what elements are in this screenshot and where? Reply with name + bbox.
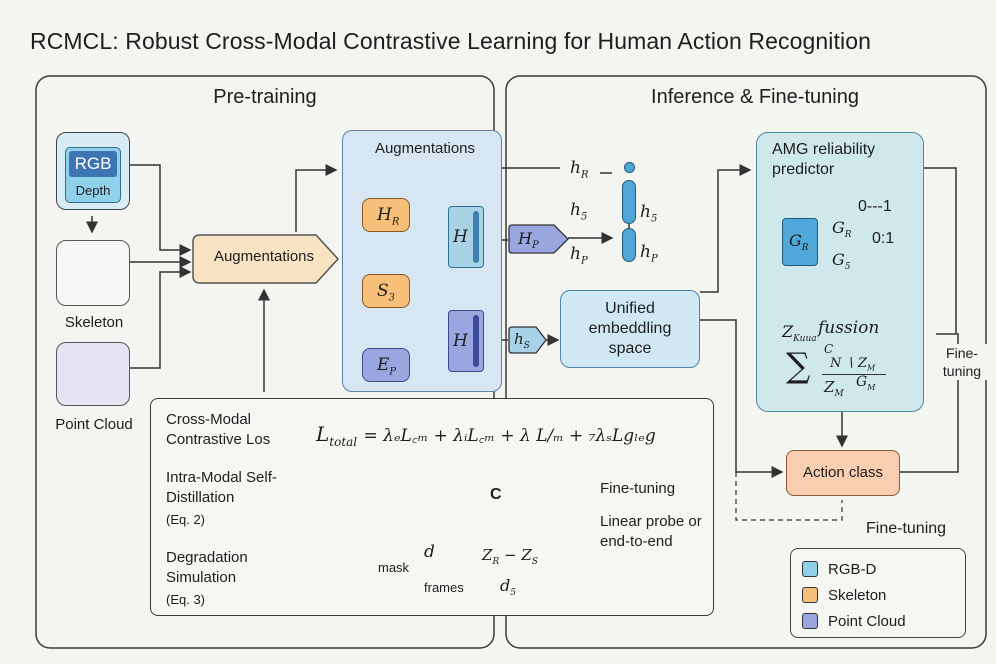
fraction-bar bbox=[822, 374, 886, 376]
h-encoder-bottom: H bbox=[448, 310, 484, 372]
c-box-label: C bbox=[490, 486, 502, 503]
h-encoder-top: H bbox=[448, 206, 484, 268]
range-label-1: 0---1 bbox=[858, 198, 892, 215]
hp-tag-label: HP bbox=[518, 229, 539, 252]
sum-symbol: ∑ bbox=[786, 346, 811, 386]
degradation-eq: (Eq. 3) bbox=[166, 592, 206, 607]
intra-modal-label: Intra-Modal Self-Distillation bbox=[166, 469, 277, 506]
augmentations-arrow bbox=[192, 234, 340, 284]
sum-mid-label: N ∖ ZM bbox=[830, 356, 876, 373]
hp-tag bbox=[508, 224, 569, 254]
d5-label: d5 bbox=[500, 576, 516, 599]
page-title: RCMCL: Robust Cross-Modal Contrastive Le… bbox=[30, 28, 871, 54]
fusion-z-label: ZKuua bbox=[782, 322, 817, 345]
rgb-label: RGB bbox=[69, 151, 117, 177]
fine-tuning-side-label: Fine-tuning bbox=[936, 344, 988, 380]
degradation-label: Degradation Simulation bbox=[166, 549, 248, 586]
sum-zm-label: ZM bbox=[824, 378, 844, 399]
zr-zs-label: ZR − ZS bbox=[482, 546, 538, 567]
inference-title: Inference & Fine-tuning bbox=[651, 86, 859, 108]
amg-predictor-title: AMG reliability predictor bbox=[772, 141, 876, 178]
skeleton-input-card bbox=[56, 240, 130, 306]
fusion-label: fussion bbox=[818, 318, 880, 338]
augmentations-arrow-label: Augmentations bbox=[213, 248, 315, 265]
hr-block: HR bbox=[362, 198, 410, 232]
gr-output-label: GR bbox=[832, 218, 852, 241]
hs-tag-label: hS bbox=[514, 330, 530, 351]
total-loss-formula: Ltotal = λₑL꜀ₘ + λᵢL꜀ₘ + λ L/ₘ + ₇λₛLgₗₑ… bbox=[316, 422, 656, 449]
legend-item-rgbd: RGB-D bbox=[802, 556, 906, 582]
action-class-box: Action class bbox=[786, 450, 900, 496]
legend bbox=[790, 548, 966, 638]
pointcloud-label: Point Cloud bbox=[55, 416, 133, 433]
losses-box bbox=[150, 398, 714, 616]
fine-tuning-bottom-label: Fine-tuning bbox=[866, 520, 947, 537]
ep-block: EP bbox=[362, 348, 410, 382]
unified-embedding-space: Unified embeddling space bbox=[560, 290, 700, 368]
h5-right-label: h5 bbox=[640, 202, 658, 225]
legend-list: RGB-D Skeleton Point Cloud bbox=[802, 556, 906, 634]
sum-gm-label: GM bbox=[856, 374, 876, 392]
amg-predictor-panel bbox=[756, 132, 924, 412]
range-label-2: 0:1 bbox=[872, 230, 895, 247]
sum-top-label: C bbox=[824, 342, 834, 356]
intra-modal-eq: (Eq. 2) bbox=[166, 512, 206, 527]
frames-label: frames bbox=[424, 580, 464, 595]
hr-output-label: hR bbox=[570, 158, 589, 181]
d-label: d bbox=[424, 542, 435, 562]
hp-left-label: hP bbox=[570, 244, 588, 267]
legend-item-skeleton: Skeleton bbox=[802, 582, 906, 608]
cross-modal-label: Cross-Modal Contrastive Los bbox=[166, 411, 271, 448]
hp-right-label: hP bbox=[640, 242, 658, 265]
legend-swatch-rgbd bbox=[802, 561, 818, 577]
depth-label: Depth bbox=[75, 183, 111, 198]
g5-output-label: G5 bbox=[832, 250, 851, 273]
gr-block: GR bbox=[782, 218, 818, 266]
embedding-dot bbox=[624, 162, 635, 173]
linear-probe-label: Linear probe or end-to-end bbox=[600, 513, 702, 550]
s3-block: S3 bbox=[362, 274, 410, 308]
rgbd-input-card: RGB Depth bbox=[56, 132, 130, 210]
pretraining-title: Pre-training bbox=[213, 86, 317, 108]
legend-swatch-skeleton bbox=[802, 587, 818, 603]
embedding-capsule-top bbox=[622, 180, 636, 224]
augmentations-panel-title: Augmentations bbox=[374, 140, 476, 157]
h5-left-label: h5 bbox=[570, 200, 588, 223]
legend-swatch-pointcloud bbox=[802, 613, 818, 629]
skeleton-label: Skeleton bbox=[64, 314, 124, 331]
embedding-capsule-bottom bbox=[622, 228, 636, 262]
mask-label: mask bbox=[378, 560, 410, 575]
legend-item-pointcloud: Point Cloud bbox=[802, 608, 906, 634]
hs-tag bbox=[508, 326, 547, 354]
pointcloud-input-card bbox=[56, 342, 130, 406]
fine-tuning-loss-label: Fine-tuning bbox=[600, 480, 676, 497]
